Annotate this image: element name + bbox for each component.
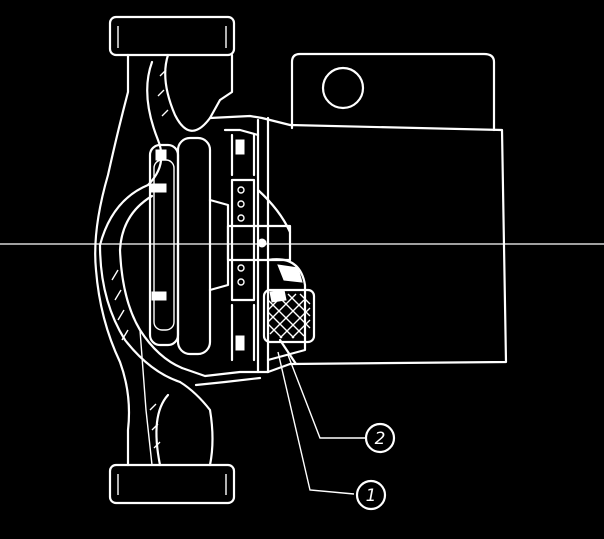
terminal-box (290, 52, 496, 132)
callout-2-label: 2 (375, 429, 386, 449)
callout-1-label: 1 (366, 486, 377, 506)
upper-flange (108, 15, 236, 57)
callout-2: 2 (364, 422, 396, 454)
stator-winding (262, 288, 316, 344)
shaft-and-bearing (226, 133, 292, 362)
lower-flange (108, 463, 236, 505)
impeller (148, 136, 230, 356)
motor-housing (266, 123, 508, 374)
pump-housing (94, 53, 292, 467)
callout-1: 1 (355, 479, 387, 511)
callout-leaders (277, 351, 366, 495)
rotor-can (256, 116, 307, 374)
